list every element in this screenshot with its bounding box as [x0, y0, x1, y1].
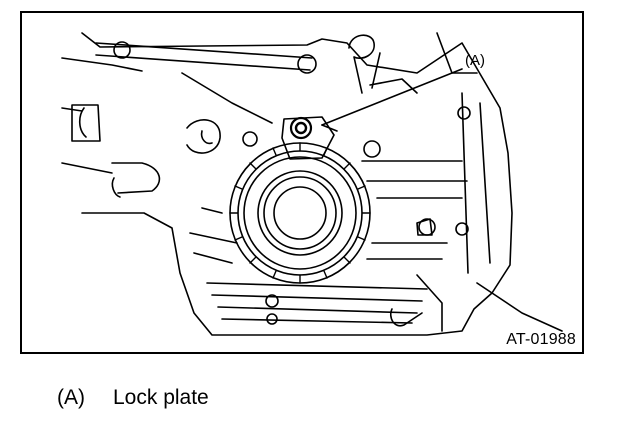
housing-outline	[81, 32, 513, 336]
diagram-frame: (A) AT-01988	[20, 11, 584, 354]
callout-a-label: (A)	[465, 52, 485, 69]
leader-line-a	[321, 68, 463, 126]
transmission-line-drawing	[61, 32, 563, 336]
left-boss	[71, 104, 101, 142]
lock-plate	[281, 116, 338, 160]
oil-pan-ribs	[206, 282, 428, 324]
legend: (A) Lock plate	[57, 386, 209, 410]
legend-key: (A)	[57, 386, 85, 409]
shift-rod	[95, 42, 313, 71]
parking-gear	[229, 142, 371, 284]
figure-id: AT-01988	[506, 331, 576, 348]
legend-label: Lock plate	[113, 386, 209, 409]
